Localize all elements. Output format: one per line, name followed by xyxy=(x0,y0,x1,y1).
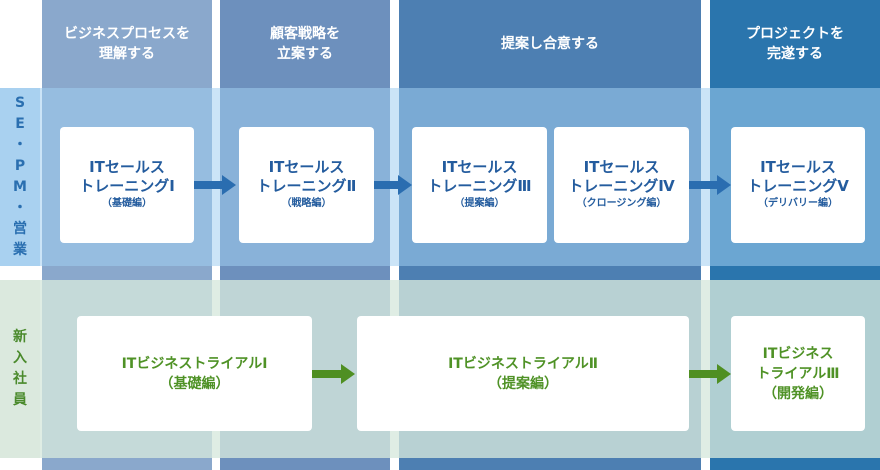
arrow-right-icon xyxy=(312,364,355,384)
training-box-sales-1[interactable]: ITセールス トレーニングⅠ （基礎編） xyxy=(60,127,194,243)
row-label-char: 社 xyxy=(13,371,27,387)
training-title: ITセールス xyxy=(583,158,660,176)
phase-header-line: 理解する xyxy=(99,46,155,62)
training-box-trial-1[interactable]: ITビジネストライアルⅠ （基礎編） xyxy=(77,316,312,431)
phase-header-3: 提案し合意する xyxy=(399,0,701,88)
training-title: トレーニングⅡ xyxy=(256,177,357,195)
training-box-trial-2[interactable]: ITビジネストライアルⅡ （提案編） xyxy=(357,316,689,431)
training-title: トレーニングⅢ xyxy=(427,177,532,195)
training-title: ITセールス xyxy=(89,158,165,176)
training-subtitle: （クロージング編） xyxy=(576,198,667,209)
phase-header-line: 立案する xyxy=(277,46,333,62)
arrow-right-icon xyxy=(689,175,731,195)
row-label-new-employees: 新 入 社 員 xyxy=(0,280,40,458)
training-subtitle: （提案編） xyxy=(454,198,505,209)
arrow-right-icon xyxy=(194,175,236,195)
row-label-char: 入 xyxy=(13,350,27,366)
training-subtitle: （基礎編） xyxy=(102,198,152,209)
phase-header-line: ビジネスプロセスを xyxy=(64,26,190,42)
training-title: ITビジネス xyxy=(762,345,834,362)
training-title: ITセールス xyxy=(760,158,836,176)
training-box-sales-4[interactable]: ITセールス トレーニングⅣ （クロージング編） xyxy=(554,127,689,243)
phase-header-line: 顧客戦略を xyxy=(270,26,340,42)
phase-header-4: プロジェクトを完遂する xyxy=(710,0,880,88)
training-title: ITセールス xyxy=(268,158,345,176)
phase-header-2: 顧客戦略を立案する xyxy=(220,0,390,88)
training-subtitle: （デリバリー編） xyxy=(758,198,838,209)
training-box-sales-2[interactable]: ITセールス トレーニングⅡ （戦略編） xyxy=(239,127,374,243)
training-title: ITビジネストライアルⅡ xyxy=(448,355,598,372)
phase-header-1: ビジネスプロセスを理解する xyxy=(42,0,212,88)
training-title: トレーニングⅠ xyxy=(79,177,175,195)
training-box-sales-3[interactable]: ITセールス トレーニングⅢ （提案編） xyxy=(412,127,547,243)
training-title: ITビジネストライアルⅠ xyxy=(121,355,268,372)
row-label-char: 新 xyxy=(13,329,27,345)
training-box-sales-5[interactable]: ITセールス トレーニングⅤ （デリバリー編） xyxy=(731,127,865,243)
arrow-right-icon xyxy=(689,364,731,384)
row-label-char: E xyxy=(15,116,25,132)
training-title: トレーニングⅣ xyxy=(568,177,675,195)
row-label-char: S xyxy=(14,95,26,111)
training-title: トライアルⅢ xyxy=(756,365,840,382)
row-label-char: ・ xyxy=(13,200,27,216)
training-subtitle: （開発編） xyxy=(763,385,833,402)
training-subtitle: （基礎編） xyxy=(159,375,230,392)
row-label-char: P xyxy=(14,158,26,174)
row-label-se-pm-sales: S E ・ P M ・ 営 業 xyxy=(0,88,40,266)
phase-header-line: 提案し合意する xyxy=(501,36,599,52)
phase-header-line: 完遂する xyxy=(767,46,823,62)
row-label-char: 員 xyxy=(13,392,27,408)
training-title: ITセールス xyxy=(441,158,518,176)
arrow-right-icon xyxy=(374,175,412,195)
row-label-char: 営 xyxy=(13,221,27,237)
row-label-char: ・ xyxy=(13,137,27,153)
training-subtitle: （提案編） xyxy=(488,375,558,392)
training-title: トレーニングⅤ xyxy=(747,177,849,195)
phase-header-line: プロジェクトを xyxy=(746,26,844,42)
row-label-char: M xyxy=(13,179,27,195)
training-subtitle: （戦略編） xyxy=(281,198,332,209)
training-box-trial-3[interactable]: ITビジネス トライアルⅢ （開発編） xyxy=(731,316,865,431)
row-label-char: 業 xyxy=(13,242,27,258)
